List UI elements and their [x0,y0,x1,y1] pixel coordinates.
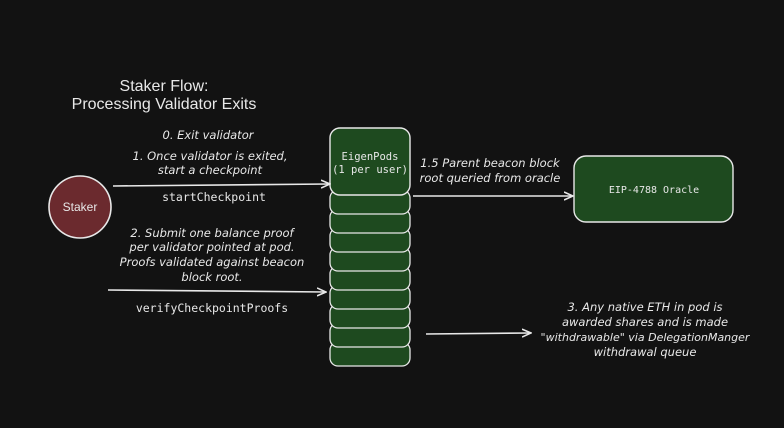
step-2-line-1: 2. Submit one balance proof [130,226,295,240]
step-1-line-2: start a checkpoint [158,163,263,177]
arrow-start-checkpoint [112,184,329,186]
step-2-line-4: block root. [181,270,242,284]
eigenpods-stack: EigenPods (1 per user) [329,127,411,367]
step-3-annotation: 3. Any native ETH in pod is awarded shar… [541,300,751,359]
start-checkpoint-call: startCheckpoint [162,190,266,204]
eigenpods-label: EigenPods [342,151,399,163]
diagram-title: Staker Flow: Processing Validator Exits [72,78,257,113]
staker-circle [48,175,112,239]
step-3-line-3: "withdrawable" via DelegationManger [541,331,751,344]
title-line-2: Processing Validator Exits [72,96,257,113]
step-2-line-2: per validator pointed at pod. [128,240,294,254]
step-1-5-line-1: 1.5 Parent beacon block [420,156,561,170]
step-1-5-annotation: 1.5 Parent beacon block root queried fro… [420,156,561,185]
step-3-line-2: awarded shares and is made [562,315,728,329]
step-3-line-4: withdrawal queue [594,345,697,359]
oracle-node: EIP-4788 Oracle [573,155,734,223]
step-1-5-line-2: root queried from oracle [420,171,561,185]
title-line-1: Staker Flow: [120,78,209,95]
verify-proofs-call: verifyCheckpointProofs [136,301,288,315]
oracle-label: EIP-4788 Oracle [609,185,699,196]
arrow-verify-proofs [107,290,325,292]
oracle-box [573,155,734,223]
staker-label: Staker [63,200,98,214]
pod-top-card [329,127,411,196]
step-1-annotation: 1. Once validator is exited, start a che… [133,149,288,204]
step-1-line-1: 1. Once validator is exited, [133,149,288,163]
eigenpods-sublabel: (1 per user) [332,164,408,176]
step-3-line-1: 3. Any native ETH in pod is [567,300,722,314]
staker-node: Staker [48,175,112,239]
step-2-annotation: 2. Submit one balance proof per validato… [120,226,305,315]
step-0-text: 0. Exit validator [163,128,255,142]
arrow-withdrawable [425,333,530,334]
step-2-line-3: Proofs validated against beacon [120,255,305,269]
